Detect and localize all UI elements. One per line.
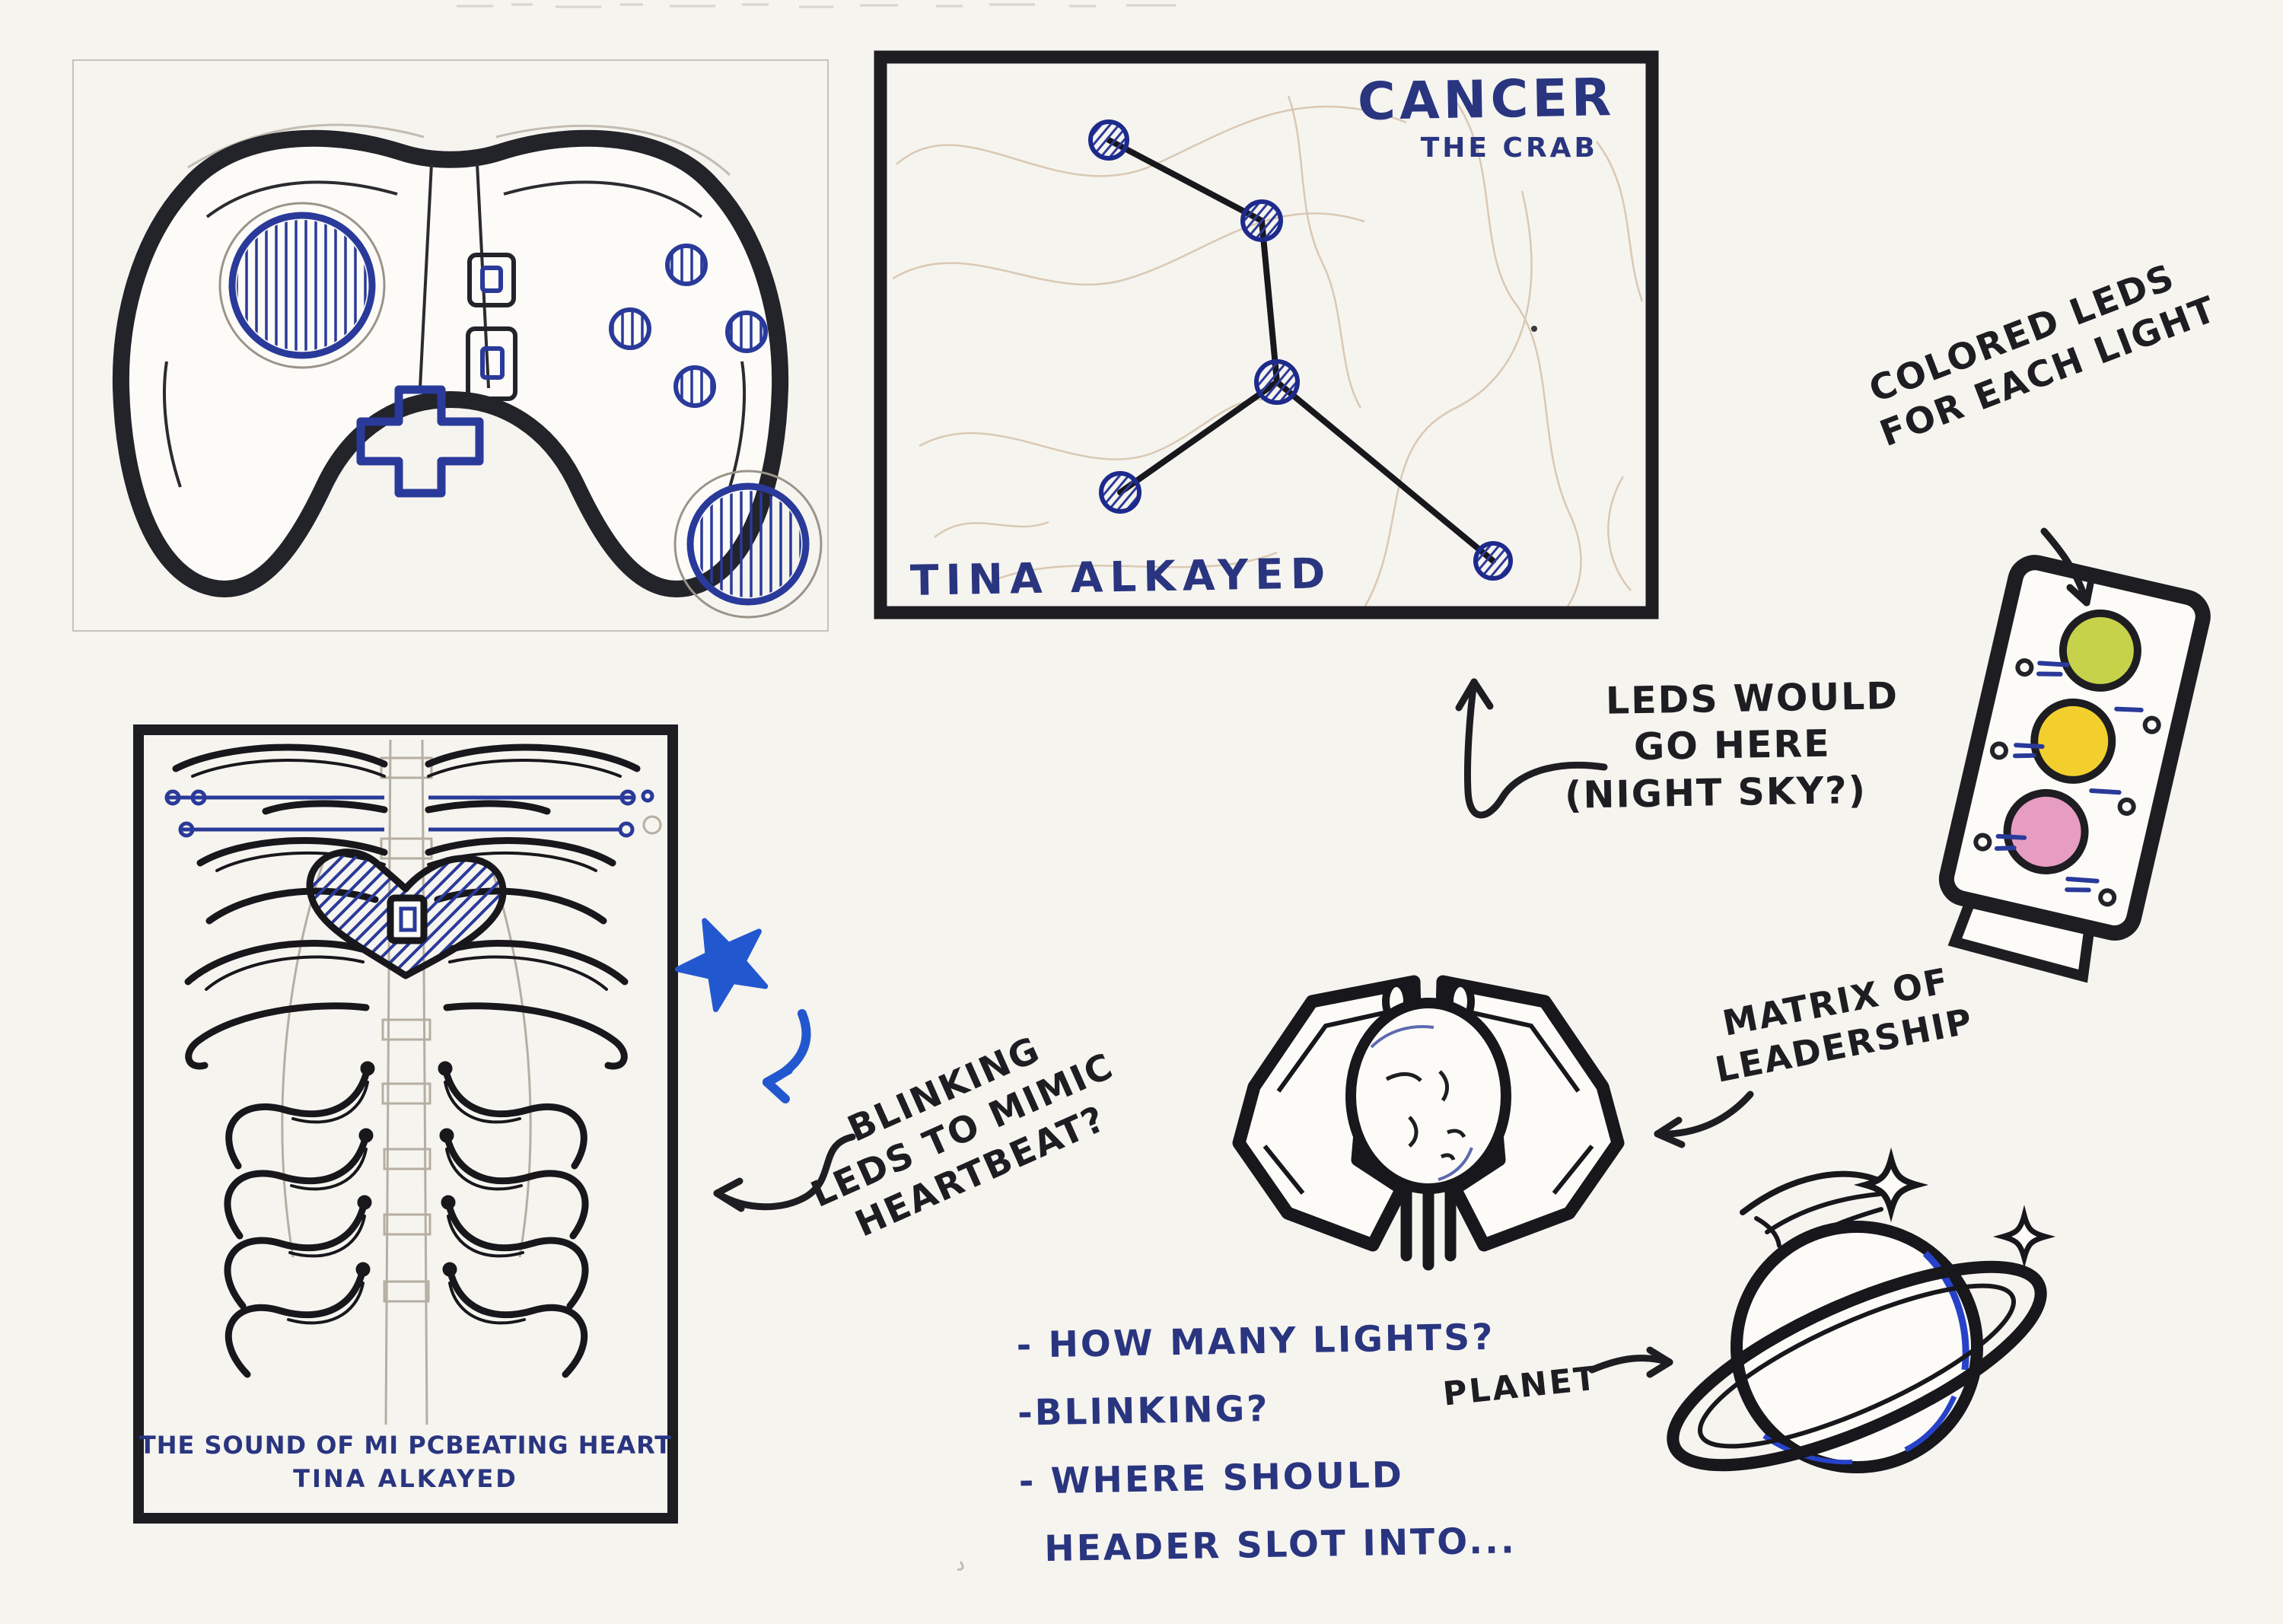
ribs-left xyxy=(172,744,388,1378)
matrix-icon xyxy=(1232,975,1625,1271)
questions-list: - HOW MANY LIGHTS? -BLINKING? - WHERE SH… xyxy=(1016,1303,1517,1584)
constellation-signature: TINA ALKAYED xyxy=(909,549,1333,605)
matrix-orb xyxy=(1345,998,1511,1194)
ink-accent-lines xyxy=(163,163,747,488)
constellation-subtitle: THE CRAB xyxy=(1420,132,1598,164)
ribcage-heart-drawing xyxy=(133,724,678,1524)
stray-dot xyxy=(1531,326,1537,332)
stray-mark xyxy=(957,1561,964,1571)
panel-border xyxy=(874,50,1659,619)
annotation-line: LEDS WOULD xyxy=(1605,674,1899,723)
sparkle-icon-large xyxy=(1853,1147,1929,1223)
ribcage-caption-line1: THE SOUND OF MI PCBEATING HEART xyxy=(139,1431,673,1460)
comet-swoosh-icon xyxy=(1740,1170,1883,1251)
matrix-of-leadership-drawing xyxy=(1181,957,1676,1277)
wing-detail-lines xyxy=(1262,1005,1594,1195)
annotation-blinking: BLINKING LEDS TO MIMIC HEARTBEAT? xyxy=(772,997,1153,1265)
blue-tick-marks xyxy=(1994,661,2144,893)
top-edge-marks xyxy=(457,3,1176,8)
light-middle xyxy=(2030,698,2116,784)
orb-face-squiggles xyxy=(1385,1070,1466,1161)
controller-body-outline xyxy=(112,129,789,597)
constellation-panel: CANCER THE CRAB TINA ALKAYED xyxy=(874,50,1659,619)
traffic-light-icon xyxy=(1938,555,2211,983)
light-bottom xyxy=(2003,788,2089,874)
planet-ring xyxy=(1667,1260,2047,1472)
annotation-colored-leds: COLORED LEDS FOR EACH LIGHT xyxy=(1858,253,2222,457)
heart-icon xyxy=(306,849,507,979)
pencil-circle xyxy=(642,815,662,835)
matrix-prongs xyxy=(1400,1181,1457,1271)
constellation-stars xyxy=(1088,119,1513,581)
annotation-line: (NIGHT SKY?) xyxy=(1564,768,1867,817)
traffic-light-base xyxy=(1947,898,2095,983)
face-buttons-icon xyxy=(609,244,768,408)
annotation-line: GO HERE xyxy=(1633,721,1832,769)
ribcage-panel: THE SOUND OF MI PCBEATING HEART TINA ALK… xyxy=(133,724,678,1524)
menu-buttons-icon xyxy=(466,253,517,401)
question-item: HEADER SLOT INTO... xyxy=(1043,1520,1517,1571)
planet-drawing xyxy=(1629,1138,2085,1533)
question-item: - WHERE SHOULD xyxy=(1018,1454,1405,1503)
contour-lines xyxy=(892,95,1644,614)
blue-arrow-icon xyxy=(763,1009,811,1103)
annotation-leds-here: LEDS WOULD GO HERE (NIGHT SKY?) xyxy=(1562,673,1899,818)
saturn-icon xyxy=(1667,1147,2056,1473)
annotation-matrix: MATRIX OF LEADERSHIP xyxy=(1683,952,1998,1096)
constellation-lines xyxy=(1106,137,1496,564)
constellation-title: CANCER xyxy=(1357,68,1616,132)
led-wires xyxy=(164,789,654,838)
left-thumbstick-icon xyxy=(218,202,386,369)
ribs-right xyxy=(428,747,637,1374)
blue-star-icon xyxy=(674,918,769,1013)
game-controller-drawing xyxy=(112,123,823,619)
traffic-light-drawing xyxy=(1909,543,2232,1001)
controller-panel xyxy=(72,59,829,632)
panel-border xyxy=(133,724,678,1524)
orb-blue-hints xyxy=(1370,1025,1473,1181)
light-top xyxy=(2059,609,2141,692)
pencil-spine xyxy=(281,739,532,1425)
mount-holes xyxy=(1973,658,2161,907)
cancer-constellation-drawing xyxy=(874,50,1659,619)
dpad-icon xyxy=(356,385,484,498)
sparkle-icon-small xyxy=(1992,1205,2056,1269)
right-thumbstick-icon xyxy=(673,470,823,619)
question-item: -BLINKING? xyxy=(1017,1388,1270,1435)
question-item: - HOW MANY LIGHTS? xyxy=(1016,1316,1495,1367)
ribcage-caption-line2: TINA ALKAYED xyxy=(293,1464,518,1493)
